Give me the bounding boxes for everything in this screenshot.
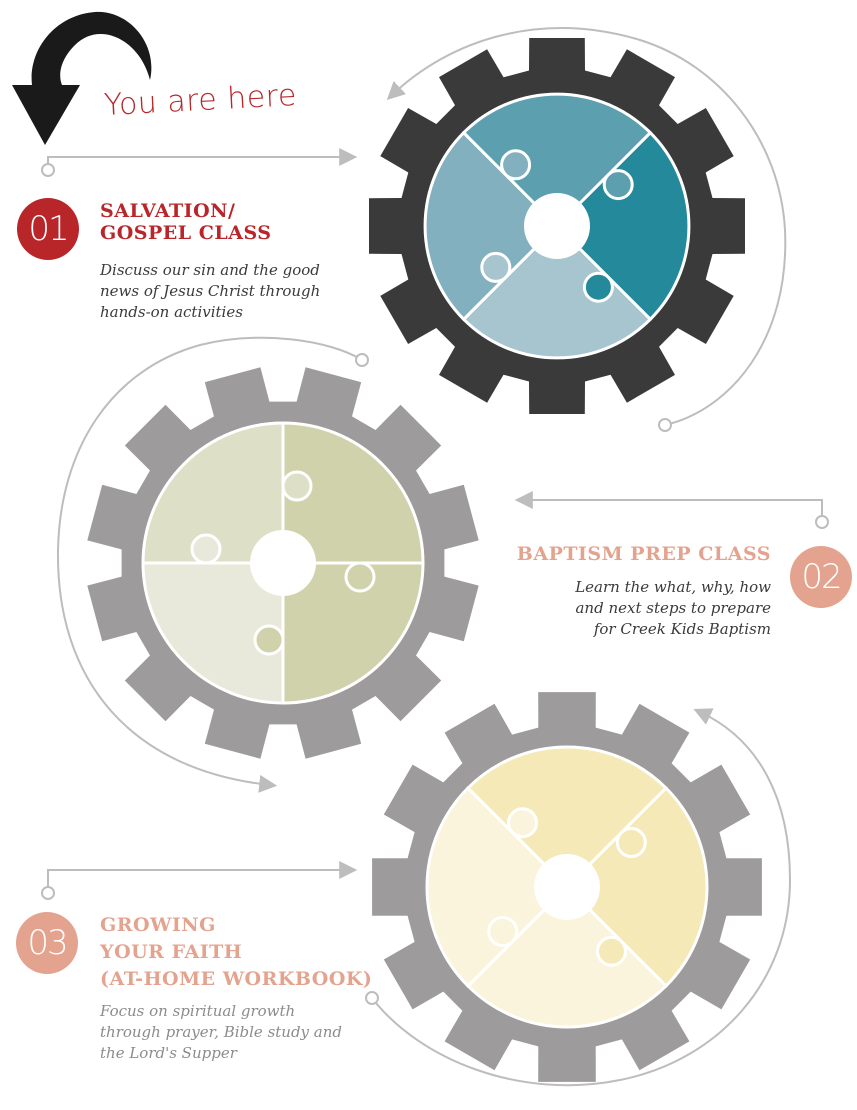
step-3-title: GROWING YOUR FAITH (AT-HOME WORKBOOK) <box>100 912 372 993</box>
step-1-title-line1: SALVATION/ <box>100 200 236 222</box>
step-1-desc-line3: hands-on activities <box>100 303 243 321</box>
gear-1-puzzle-knob <box>582 271 614 303</box>
step-1-title: SALVATION/ GOSPEL CLASS <box>100 200 272 244</box>
step-2-desc-line2: and next steps to prepare <box>575 599 771 617</box>
gear-2-puzzle-piece <box>281 561 425 705</box>
gear-3-puzzle-piece <box>465 884 669 1029</box>
gear-2-hub <box>250 530 316 596</box>
gear-2-puzzle-piece <box>281 421 425 565</box>
gear-3-puzzle-knob <box>615 827 647 858</box>
step-3-badge: 03 <box>16 912 78 974</box>
step-3-title-line2: YOUR FAITH <box>100 941 243 963</box>
step-1-description: Discuss our sin and the good news of Jes… <box>100 260 320 323</box>
step-3-description: Focus on spiritual growth through prayer… <box>100 1001 342 1064</box>
gear-2-puzzle-knob <box>190 533 222 565</box>
gear-1-puzzle-piece <box>461 223 653 360</box>
gear-3-hub <box>534 854 600 920</box>
step-1-desc-line1: Discuss our sin and the good <box>100 261 320 279</box>
gear-1-puzzle-piece <box>554 130 691 322</box>
step-2-badge: 02 <box>790 546 852 608</box>
gear-1-puzzle-piece <box>461 92 653 229</box>
gear-3-puzzle-piece <box>465 745 669 890</box>
step-1-title-line2: GOSPEL CLASS <box>100 222 272 244</box>
step-3-title-line3: (AT-HOME WORKBOOK) <box>100 968 373 990</box>
gear-1-puzzle-knob <box>500 149 532 181</box>
gear-1-puzzle-piece <box>423 130 560 322</box>
gear-2-puzzle-knob <box>344 561 376 593</box>
step-2-title-line1: BAPTISM PREP CLASS <box>516 543 771 565</box>
gear-2-puzzle-knob <box>253 624 285 656</box>
gear-2-puzzle-piece <box>141 561 285 705</box>
gear-1-puzzle-knob <box>480 251 512 283</box>
gear-1 <box>369 38 745 414</box>
step-2-title: BAPTISM PREP CLASS <box>517 543 771 565</box>
gear-3-puzzle-knob <box>487 916 519 947</box>
gear-3-puzzle-knob <box>596 935 627 967</box>
gear-2 <box>87 367 479 759</box>
step-2-desc-line1: Learn the what, why, how <box>575 578 771 596</box>
gear-1-puzzle-knob <box>602 169 634 201</box>
gear-3-puzzle-piece <box>425 785 570 989</box>
step-3-desc-line3: the Lord's Supper <box>100 1044 237 1062</box>
step-3-desc-line2: through prayer, Bible study and <box>100 1023 343 1041</box>
step-2-description: Learn the what, why, how and next steps … <box>575 577 771 640</box>
step-2-desc-line3: for Creek Kids Baptism <box>593 620 771 638</box>
step-1-badge: 01 <box>17 198 79 260</box>
step-3-title-line1: GROWING <box>100 914 216 936</box>
gear-2-puzzle-piece <box>141 421 285 565</box>
gear-3-puzzle-knob <box>507 807 538 839</box>
gear-1-hub <box>524 193 590 259</box>
step-3-desc-line1: Focus on spiritual growth <box>100 1002 296 1020</box>
step-1-desc-line2: news of Jesus Christ through <box>100 282 321 300</box>
you-are-here-arrow-icon <box>12 11 152 146</box>
gear-3-puzzle-piece <box>564 785 709 989</box>
connector-lines <box>41 27 829 1087</box>
gear-2-puzzle-knob <box>281 470 313 502</box>
gear-3 <box>372 692 762 1082</box>
